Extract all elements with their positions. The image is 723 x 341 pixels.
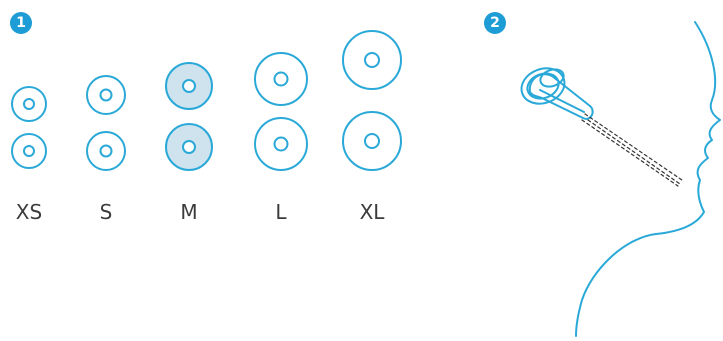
earbud-in-ear-profile-icon bbox=[517, 22, 720, 336]
ear-tip-m bbox=[166, 63, 212, 170]
size-label-m: M bbox=[149, 200, 229, 224]
size-label-xs: XS bbox=[0, 200, 69, 224]
ear-tip-l bbox=[255, 53, 307, 170]
size-label-s: S bbox=[66, 200, 146, 224]
ear-tip-s bbox=[87, 76, 125, 170]
size-label-xl: XL bbox=[332, 200, 412, 224]
size-label-l: L bbox=[241, 200, 321, 224]
ear-tip-xs bbox=[12, 87, 46, 168]
ear-tip-xl bbox=[343, 31, 401, 170]
